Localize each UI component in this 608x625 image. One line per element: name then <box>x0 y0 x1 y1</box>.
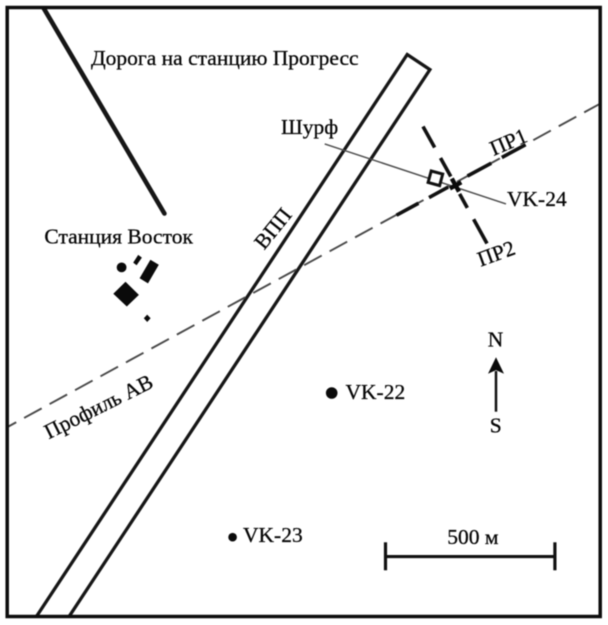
svg-text:Станция Восток: Станция Восток <box>44 225 193 249</box>
svg-text:S: S <box>490 414 502 438</box>
svg-text:VK-24: VK-24 <box>507 187 567 211</box>
svg-text:VK-23: VK-23 <box>243 523 303 547</box>
svg-text:Дорога на станцию Прогресс: Дорога на станцию Прогресс <box>91 46 359 70</box>
svg-text:ПР1: ПР1 <box>486 124 531 161</box>
svg-text:Профиль АВ: Профиль АВ <box>40 370 157 444</box>
svg-text:Шурф: Шурф <box>281 115 338 139</box>
svg-text:VK-22: VK-22 <box>346 380 406 404</box>
svg-text:500 м: 500 м <box>447 525 499 549</box>
svg-text:ПР2: ПР2 <box>474 236 518 272</box>
svg-text:N: N <box>488 328 504 352</box>
